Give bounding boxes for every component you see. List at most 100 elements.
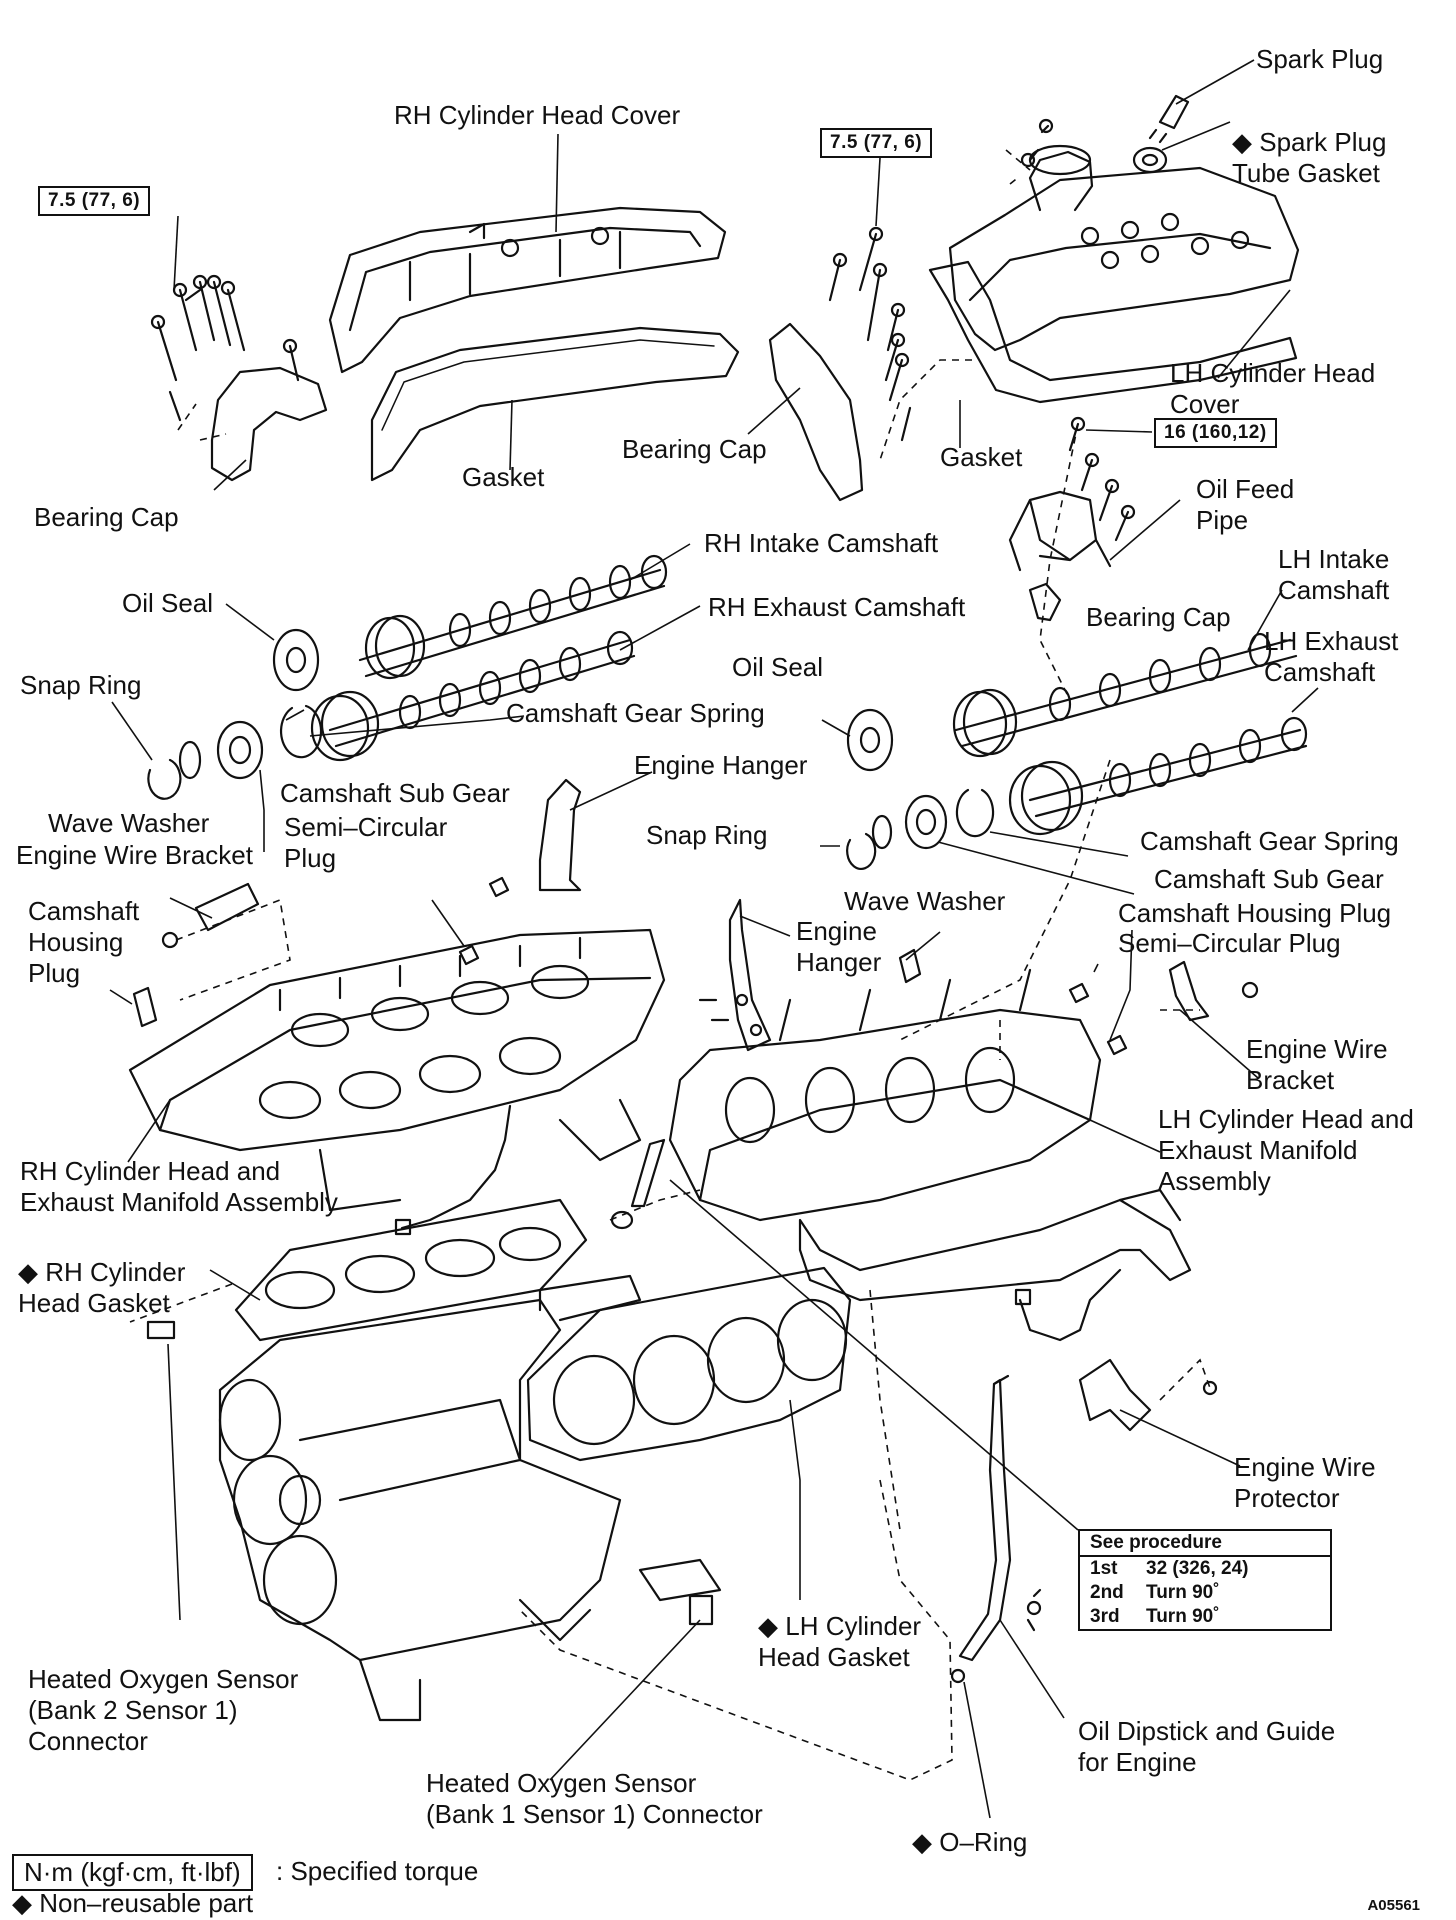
- lh-cylinder-head-assembly-part: [668, 968, 1192, 1302]
- label-bearing-cap-rh: Bearing Cap: [34, 502, 179, 532]
- oil-feed-pipe-part: [1008, 490, 1112, 572]
- label-camshaft-gear-spring-rh: Camshaft Gear Spring: [506, 698, 765, 728]
- label-o-ring: ◆ O–Ring: [912, 1796, 1027, 1858]
- lh-exhaust-camshaft-part: [1008, 716, 1308, 836]
- label-lh-head-gasket-text: LH Cylinder Head Gasket: [758, 1611, 922, 1672]
- label-rh-cylinder-head-cover: RH Cylinder Head Cover: [394, 100, 681, 130]
- label-oil-dipstick: Oil Dipstick and Guide for Engine: [1078, 1716, 1336, 1777]
- lh-o2-sensor-wire: [1018, 1268, 1122, 1342]
- legend-nonreusable: ◆ Non–reusable part: [12, 1888, 253, 1919]
- label-oil-seal-lh: Oil Seal: [732, 652, 824, 682]
- engine-block-part: [218, 1274, 722, 1722]
- label-semi-circular-plug-lh: Semi–Circular Plug: [1118, 928, 1341, 958]
- rh-camshaft-gear-spring-part: [279, 704, 323, 759]
- label-rh-head-gasket-text: RH Cylinder Head Gasket: [18, 1257, 186, 1318]
- label-engine-hanger-lh: Engine Hanger: [796, 916, 882, 977]
- label-gasket-rh: Gasket: [462, 462, 545, 492]
- torque-box-lh-pipe: 16 (160,12): [1154, 418, 1277, 448]
- procedure-row: 1st 32 (326, 24): [1080, 1557, 1330, 1581]
- label-bearing-cap-lh: Bearing Cap: [1086, 602, 1231, 632]
- label-lh-intake-camshaft: LH Intake Camshaft: [1278, 544, 1390, 605]
- oil-dipstick-part: [958, 1378, 1012, 1662]
- label-camshaft-housing-plug-lh: Camshaft Housing Plug: [1118, 898, 1392, 928]
- rh-oil-seal-part: [272, 628, 320, 692]
- lh-cover-gasket-part: [928, 260, 1298, 404]
- procedure-row: 3rd Turn 90˚: [1080, 1605, 1330, 1629]
- label-camshaft-sub-gear-lh: Camshaft Sub Gear: [1154, 864, 1384, 894]
- torque-box-rh-cap: 7.5 (77, 6): [38, 186, 151, 216]
- procedure-step: 2nd: [1090, 1582, 1124, 1603]
- label-wave-washer-rh: Wave Washer: [48, 808, 210, 838]
- rh-semi-circular-plug-part: [458, 876, 510, 966]
- label-lh-head-assembly: LH Cylinder Head and Exhaust Manifold As…: [1158, 1104, 1414, 1196]
- label-oil-feed-pipe: Oil Feed Pipe: [1196, 474, 1295, 535]
- spark-plug-tube-gasket-part: [1132, 146, 1168, 174]
- label-bearing-cap-mid: Bearing Cap: [622, 434, 767, 464]
- rh-head-gasket-part: [234, 1198, 588, 1342]
- label-snap-ring-lh: Snap Ring: [646, 820, 768, 850]
- label-engine-hanger-rh: Engine Hanger: [634, 750, 808, 780]
- legend-torque-text: : Specified torque: [276, 1856, 479, 1886]
- procedure-value: Turn 90˚: [1146, 1606, 1220, 1627]
- head-bolt-part: [630, 1138, 666, 1208]
- ho2s-bank1-connector-part: [688, 1594, 714, 1626]
- procedure-header: See procedure: [1080, 1531, 1330, 1557]
- rh-engine-wire-bracket-part: [194, 882, 260, 932]
- procedure-step: 1st: [1090, 1558, 1118, 1579]
- procedure-value: Turn 90˚: [1146, 1582, 1220, 1603]
- procedure-step: 3rd: [1090, 1606, 1120, 1627]
- label-lh-exhaust-camshaft: LH Exhaust Camshaft: [1264, 626, 1399, 687]
- label-engine-wire-bracket-lh: Engine Wire Bracket: [1246, 1034, 1388, 1095]
- rh-engine-hanger-part: [538, 778, 582, 892]
- label-rh-intake-camshaft: RH Intake Camshaft: [704, 528, 939, 558]
- rh-cylinder-head-cover-part: [328, 206, 727, 374]
- lh-semi-circular-plug-part: [1068, 982, 1128, 1056]
- figure-code: A05561: [1367, 1897, 1420, 1914]
- label-spark-plug-tube-gasket-text: Spark Plug Tube Gasket: [1232, 127, 1387, 188]
- label-rh-head-assembly: RH Cylinder Head and Exhaust Manifold As…: [20, 1156, 338, 1217]
- rh-wave-washer-part: [178, 740, 202, 780]
- label-ho2s-bank2: Heated Oxygen Sensor (Bank 2 Sensor 1) C…: [28, 1664, 299, 1756]
- lh-cylinder-head-cover-part: [948, 144, 1300, 352]
- procedure-row: 2nd Turn 90˚: [1080, 1581, 1330, 1605]
- rh-camshaft-sub-gear-part: [216, 720, 264, 780]
- label-engine-wire-protector: Engine Wire Protector: [1234, 1452, 1376, 1513]
- rh-cap-bolts: [150, 274, 300, 422]
- label-ho2s-bank1: Heated Oxygen Sensor (Bank 1 Sensor 1) C…: [426, 1768, 763, 1829]
- lh-camshaft-gear-spring-part: [955, 788, 995, 838]
- label-camshaft-gear-spring-lh: Camshaft Gear Spring: [1140, 826, 1399, 856]
- label-spark-plug-tube-gasket: ◆ Spark Plug Tube Gasket: [1232, 96, 1386, 189]
- rh-exhaust-camshaft-part: [310, 630, 636, 762]
- lh-camshaft-housing-plug-part: [898, 948, 922, 984]
- label-camshaft-sub-gear-rh: Camshaft Sub Gear: [280, 778, 510, 808]
- lh-intake-camshaft-part: [952, 632, 1298, 758]
- label-lh-cylinder-head-cover: LH Cylinder Head Cover: [1170, 358, 1376, 419]
- rh-cylinder-head-assembly-part: [128, 928, 666, 1212]
- rh-intake-camshaft-part: [358, 554, 668, 680]
- torque-box-mid-cap: 7.5 (77, 6): [820, 128, 933, 158]
- lh-oil-seal-part: [846, 708, 894, 772]
- rh-snap-ring-part: [147, 758, 182, 800]
- rh-cover-gasket-part: [370, 326, 740, 482]
- label-oil-seal-rh: Oil Seal: [122, 588, 214, 618]
- rh-bearing-cap-part: [210, 366, 328, 482]
- lh-wave-washer-part: [871, 814, 893, 850]
- label-semi-circular-plug-rh: Semi–Circular Plug: [284, 812, 448, 873]
- label-wave-washer-lh: Wave Washer: [844, 886, 1006, 916]
- lh-engine-hanger-part: [728, 898, 772, 1052]
- label-gasket-lh: Gasket: [940, 442, 1023, 472]
- label-lh-head-gasket: ◆ LH Cylinder Head Gasket: [758, 1580, 921, 1673]
- label-rh-exhaust-camshaft: RH Exhaust Camshaft: [708, 592, 966, 622]
- label-o-ring-text: O–Ring: [939, 1827, 1028, 1857]
- legend-torque-unit: N·m (kgf·cm, ft·lbf): [12, 1854, 253, 1891]
- nonreusable-diamond-icon: ◆: [758, 1611, 778, 1641]
- nonreusable-diamond-icon: ◆: [912, 1827, 932, 1857]
- legend-nonreusable-text: Non–reusable part: [39, 1888, 254, 1918]
- nonreusable-diamond-icon: ◆: [18, 1257, 38, 1287]
- spark-plug-part: [1148, 94, 1190, 144]
- mid-bearing-cap-part: [768, 322, 864, 502]
- procedure-value: 32 (326, 24): [1146, 1558, 1249, 1579]
- lh-snap-ring-part: [846, 832, 877, 870]
- nonreusable-diamond-icon: ◆: [1232, 127, 1252, 157]
